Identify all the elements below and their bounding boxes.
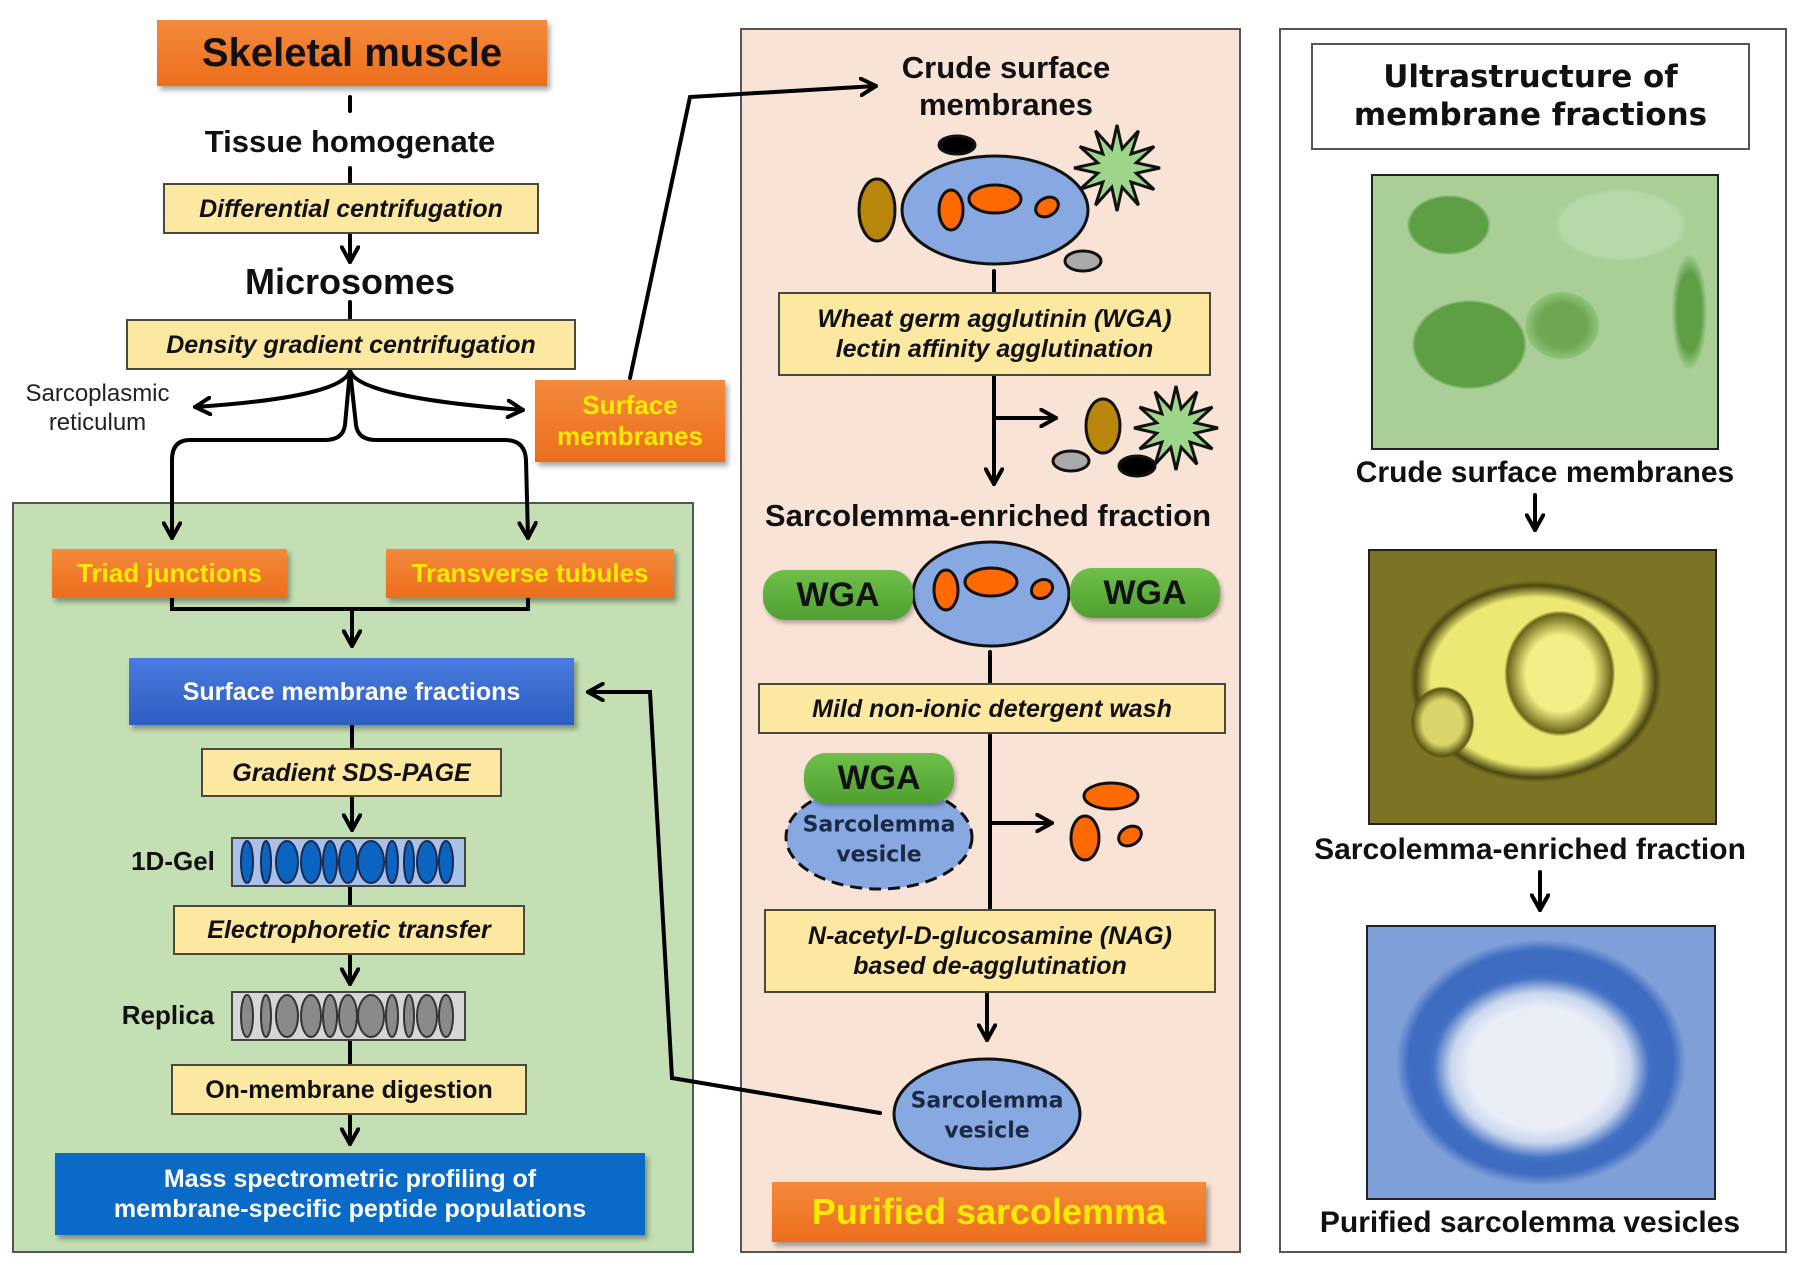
sarcoplasmic-reticulum-label: Sarcoplasmic reticulum <box>10 380 185 438</box>
skeletal-muscle-box: Skeletal muscle <box>157 20 547 86</box>
sarcolemma-purification-panel <box>740 28 1241 1253</box>
enriched-fraction-caption: Sarcolemma-enriched fraction <box>1314 833 1746 866</box>
sarcolemma-enriched-title: Sarcolemma-enriched fraction <box>764 498 1212 533</box>
dashed-vesicle-line1: Sarcolemma <box>802 812 956 838</box>
arrow-to-surface-membranes <box>348 368 525 410</box>
surface-membranes-box: Surface membranes <box>535 380 725 462</box>
density-gradient-centrifugation-step: Density gradient centrifugation <box>126 319 576 370</box>
vesicle-line1: Sarcolemma <box>910 1088 1064 1114</box>
nag-step-line1: N-acetyl-D-glucosamine (NAG) <box>808 922 1172 950</box>
gradient-sds-page-step: Gradient SDS-PAGE <box>201 748 502 797</box>
vesicle-line2: vesicle <box>944 1118 1030 1143</box>
proteomics-panel <box>12 502 694 1253</box>
wga-step-line2: lectin affinity agglutination <box>835 335 1154 363</box>
wga-lectin-right: WGA <box>1070 568 1220 618</box>
transverse-tubules-box: Transverse tubules <box>386 549 674 598</box>
ultrastructure-title-line1: Ultrastructure of <box>1383 59 1678 96</box>
arrow-to-sarcoplasmic-reticulum <box>193 368 352 407</box>
sarcolemma-vesicle-label: Sarcolemma vesicle <box>911 1086 1064 1145</box>
crude-title-line2: membranes <box>918 87 1094 123</box>
gel-label: 1D-Gel <box>131 846 215 876</box>
ultrastructure-title-line2: membrane fractions <box>1353 96 1708 133</box>
detergent-wash-step: Mild non-ionic detergent wash <box>758 683 1226 734</box>
purified-vesicles-caption: Purified sarcolemma vesicles <box>1319 1206 1741 1239</box>
replica-label: Replica <box>121 1000 215 1030</box>
tissue-homogenate-label: Tissue homogenate <box>204 124 496 159</box>
surface-membrane-fractions-box: Surface membrane fractions <box>129 658 574 725</box>
mass-spectrometry-box: Mass spectrometric profiling of membrane… <box>55 1153 645 1235</box>
wga-agglutination-step: Wheat germ agglutinin (WGA) lectin affin… <box>778 292 1211 376</box>
wga-step-line1: Wheat germ agglutinin (WGA) <box>817 305 1172 333</box>
sarcoplasmic-reticulum-line2: reticulum <box>48 408 147 436</box>
enriched-fraction-micrograph <box>1368 549 1717 825</box>
differential-centrifugation-step: Differential centrifugation <box>163 183 539 234</box>
wga-lectin-bound: WGA <box>804 753 954 803</box>
nag-deagglutination-step: N-acetyl-D-glucosamine (NAG) based de-ag… <box>764 909 1216 993</box>
purified-sarcolemma-box: Purified sarcolemma <box>772 1182 1206 1242</box>
mass-spectrometry-line1: Mass spectrometric profiling of <box>163 1165 537 1193</box>
mass-spectrometry-line2: membrane-specific peptide populations <box>113 1195 587 1223</box>
surface-membranes-line1: Surface <box>582 389 678 420</box>
microsomes-label: Microsomes <box>244 261 456 302</box>
surface-membranes-line2: membranes <box>557 421 703 451</box>
electrophoretic-transfer-step: Electrophoretic transfer <box>173 905 525 955</box>
sarcoplasmic-reticulum-line1: Sarcoplasmic <box>25 380 170 407</box>
on-membrane-digestion-step: On-membrane digestion <box>171 1064 527 1115</box>
ultrastructure-title-box: Ultrastructure of membrane fractions <box>1311 43 1750 150</box>
crude-membranes-micrograph <box>1371 174 1719 450</box>
dashed-vesicle-line2: vesicle <box>836 842 922 867</box>
dashed-vesicle-label: Sarcolemma vesicle <box>803 810 956 869</box>
crude-surface-membranes-title: Crude surface membranes <box>902 49 1110 123</box>
purified-vesicles-micrograph <box>1366 925 1716 1200</box>
crude-membranes-caption: Crude surface membranes <box>1355 456 1735 489</box>
triad-junctions-box: Triad junctions <box>52 549 287 598</box>
wga-lectin-left: WGA <box>763 570 913 620</box>
crude-title-line1: Crude surface <box>901 50 1111 85</box>
nag-step-line2: based de-agglutination <box>853 952 1127 980</box>
